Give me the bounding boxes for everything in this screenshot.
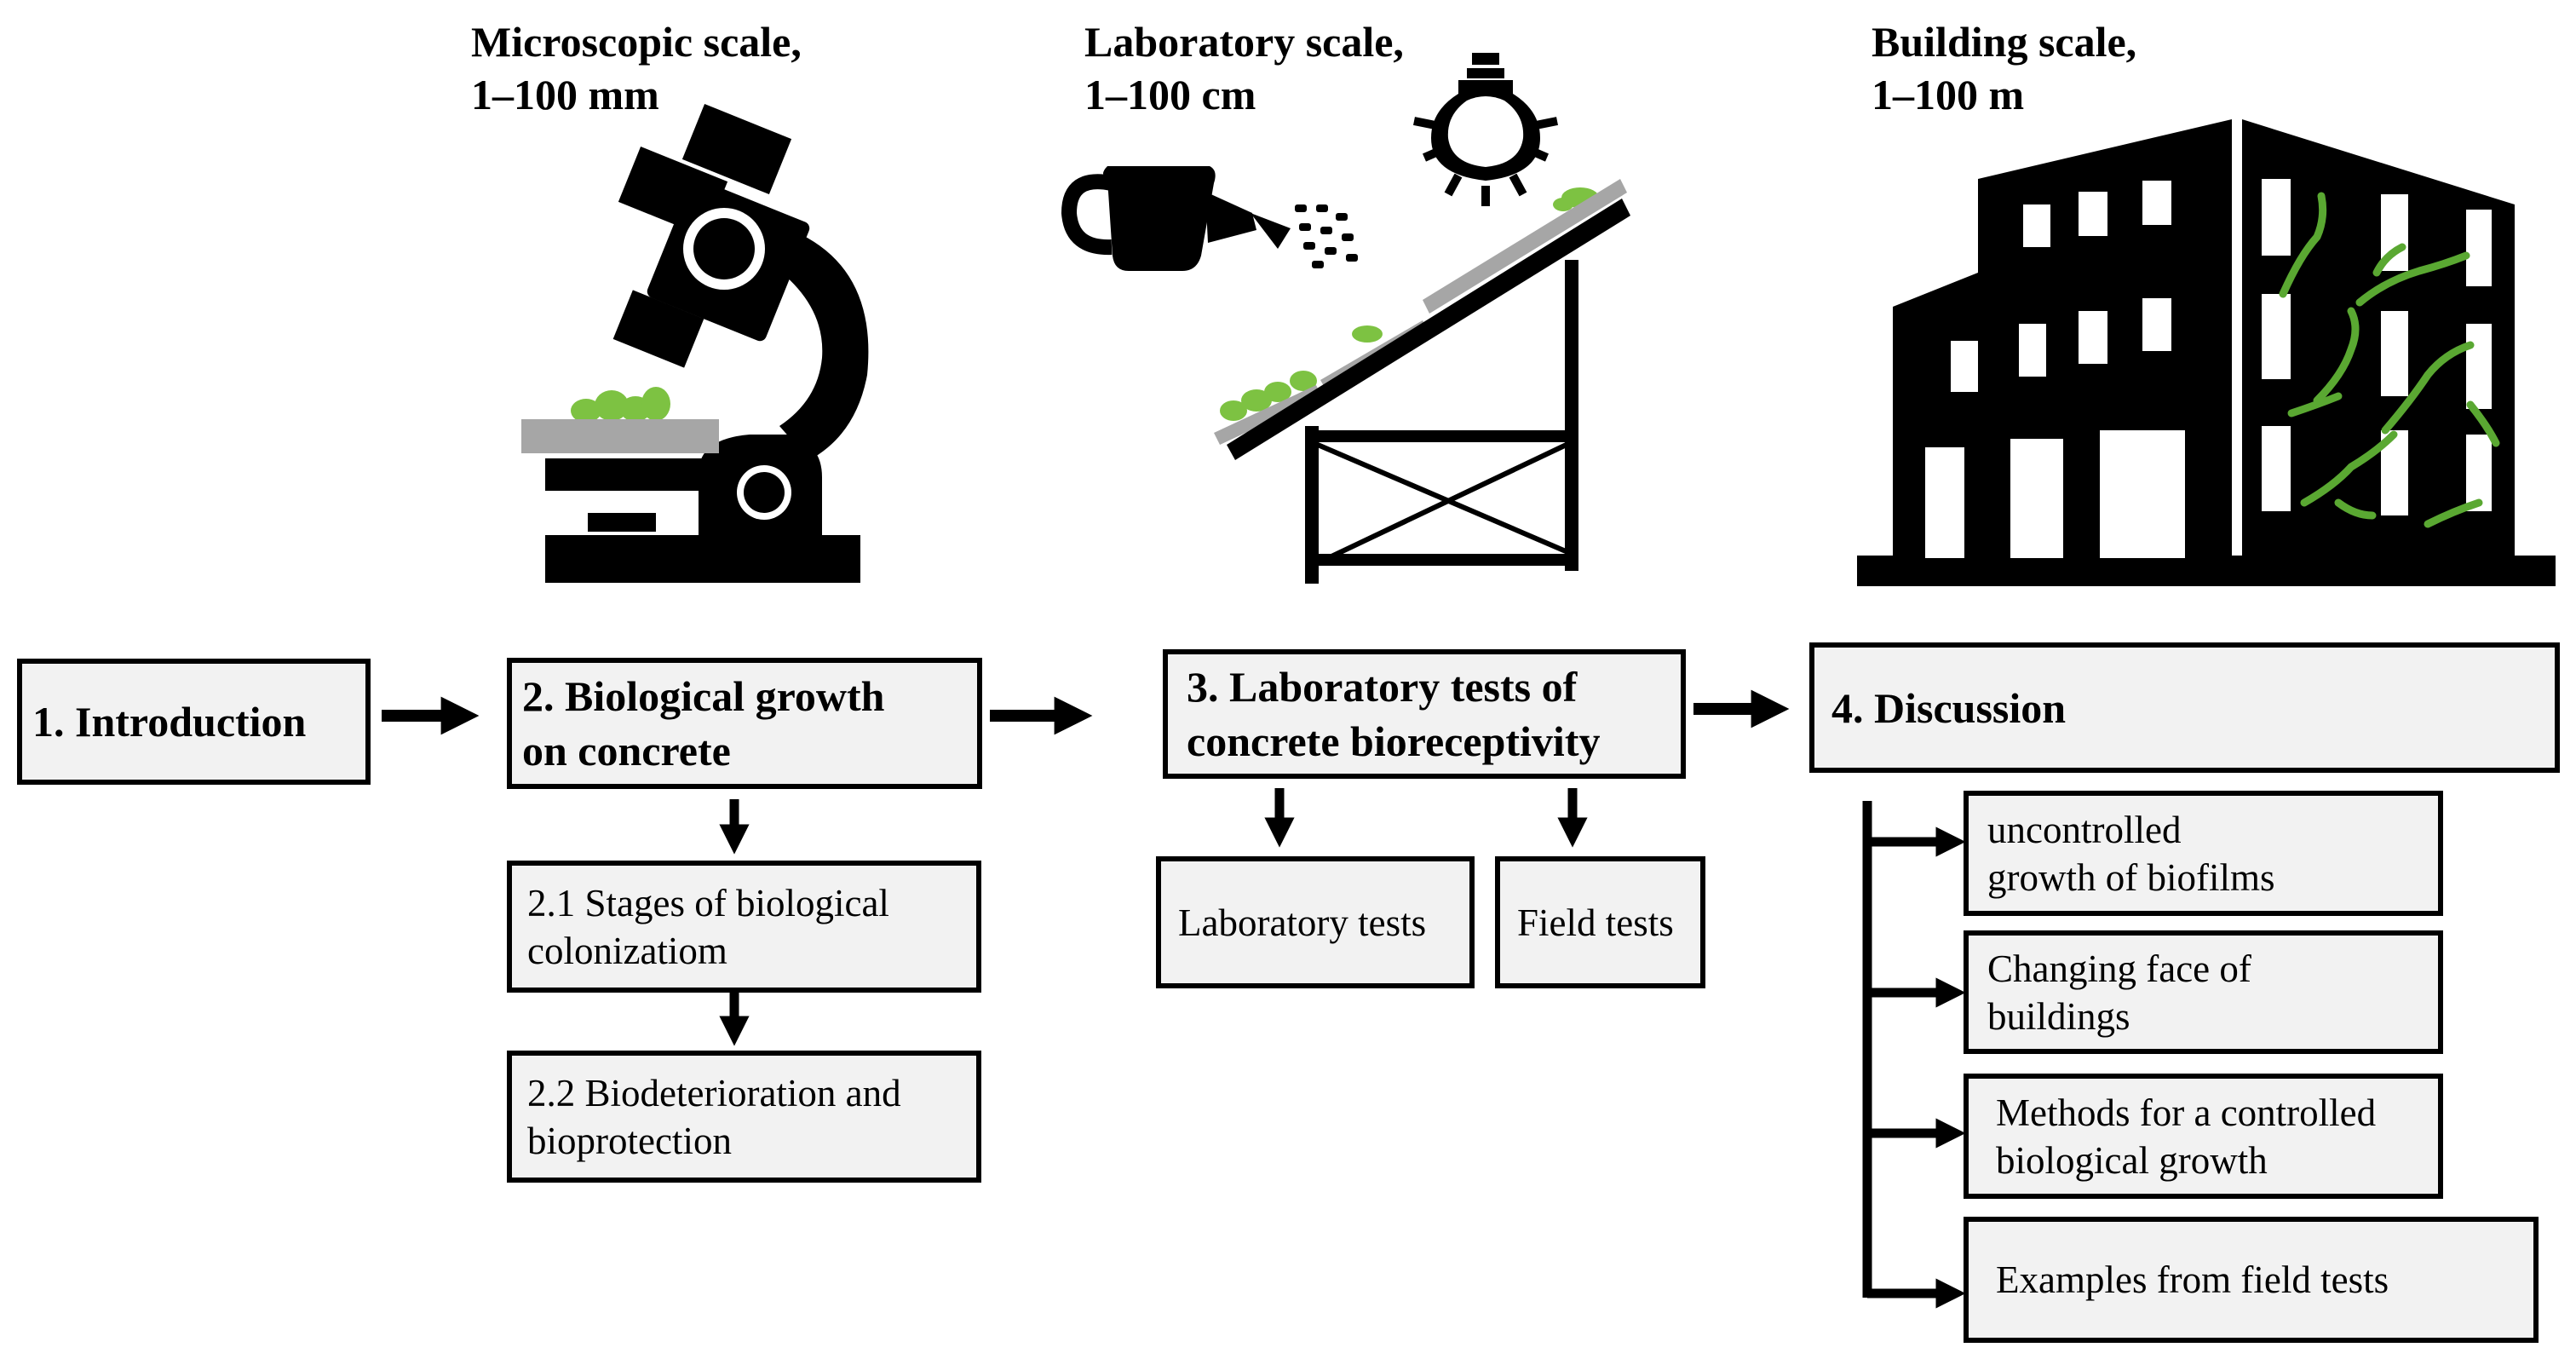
scale-line: 1–100 cm: [1084, 71, 1256, 118]
scale-line: Building scale,: [1872, 18, 2137, 66]
box-text: 4. Discussion: [1831, 683, 2067, 732]
box-text-line: Changing face of: [1987, 947, 2251, 990]
inclined-test-rack-icon: [1214, 179, 1630, 584]
box-text-line: 2. Biological growth: [522, 672, 885, 720]
box-text: Laboratory tests: [1178, 901, 1427, 944]
box-methods-controlled-growth: Methods for a controlled biological grow…: [1964, 1074, 2443, 1199]
box-changing-face: Changing face of buildings: [1964, 930, 2443, 1054]
box-introduction: 1. Introduction: [17, 659, 371, 785]
box-field-tests: Field tests: [1495, 856, 1705, 988]
box-examples-field-tests: Examples from field tests: [1964, 1217, 2539, 1343]
scale-title-building: Building scale, 1–100 m: [1872, 15, 2136, 121]
box-text-line: concrete bioreceptivity: [1187, 717, 1601, 765]
scale-line: 1–100 m: [1872, 71, 2025, 118]
box-text-line: 2.2 Biodeterioration and: [527, 1071, 901, 1114]
box-text-line: 3. Laboratory tests of: [1187, 663, 1578, 711]
discussion-bracket: [1862, 801, 1966, 1309]
box-text: Examples from field tests: [1996, 1258, 2389, 1301]
box-discussion: 4. Discussion: [1809, 642, 2560, 773]
scale-title-microscopic: Microscopic scale, 1–100 mm: [471, 15, 802, 121]
scale-line: 1–100 mm: [471, 71, 659, 118]
box-laboratory-tests-bioreceptivity: 3. Laboratory tests of concrete biorecep…: [1163, 649, 1686, 779]
box-text-line: uncontrolled: [1987, 808, 2182, 851]
watering-can-icon: [1061, 166, 1358, 271]
box-text-line: bioprotection: [527, 1119, 732, 1162]
building-icon: [1857, 119, 2556, 586]
box-text-line: colonizatiom: [527, 929, 727, 972]
box-text-line: buildings: [1987, 994, 2130, 1038]
box-text: Field tests: [1517, 901, 1674, 944]
down-arrows: [719, 788, 1588, 1046]
box-uncontrolled-growth: uncontrolled growth of biofilms: [1964, 791, 2443, 916]
box-text-line: 2.1 Stages of biological: [527, 881, 889, 924]
box-biological-growth: 2. Biological growth on concrete: [507, 658, 982, 789]
light-bulb-icon: [1413, 53, 1558, 206]
box-laboratory-tests: Laboratory tests: [1156, 856, 1475, 988]
box-text-line: biological growth: [1996, 1138, 2268, 1182]
box-text-line: on concrete: [522, 727, 731, 775]
box-biodeterioration: 2.2 Biodeterioration and bioprotection: [507, 1051, 981, 1183]
box-text-line: growth of biofilms: [1987, 855, 2275, 899]
flow-arrows: [382, 689, 1790, 735]
microscope-icon: [521, 103, 869, 583]
box-text: 1. Introduction: [32, 698, 307, 746]
scale-title-laboratory: Laboratory scale, 1–100 cm: [1084, 15, 1404, 121]
box-text-line: Methods for a controlled: [1996, 1091, 2377, 1134]
scale-line: Laboratory scale,: [1084, 18, 1404, 66]
scale-line: Microscopic scale,: [471, 18, 802, 66]
box-stages-of-colonization: 2.1 Stages of biological colonizatiom: [507, 861, 981, 993]
